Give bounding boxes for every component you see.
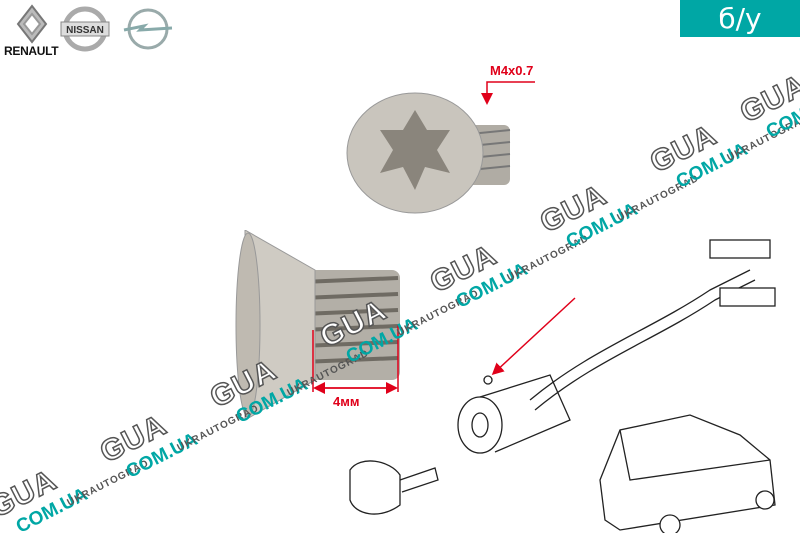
- annotation-arrows: [312, 81, 576, 394]
- screw-side-view: [235, 230, 400, 421]
- thread-size-label: M4x0.7: [490, 63, 534, 78]
- screw-top-view: [346, 92, 511, 214]
- used-condition-badge: б/у: [680, 0, 800, 37]
- opel-logo: [123, 8, 173, 50]
- nissan-logo: NISSAN: [60, 6, 110, 52]
- length-label: 4мм: [333, 394, 360, 409]
- renault-logo: [16, 4, 48, 44]
- ignition-lock-diagram: [349, 239, 776, 533]
- nissan-wordmark: NISSAN: [66, 25, 104, 36]
- renault-wordmark: RENAULT: [4, 44, 59, 58]
